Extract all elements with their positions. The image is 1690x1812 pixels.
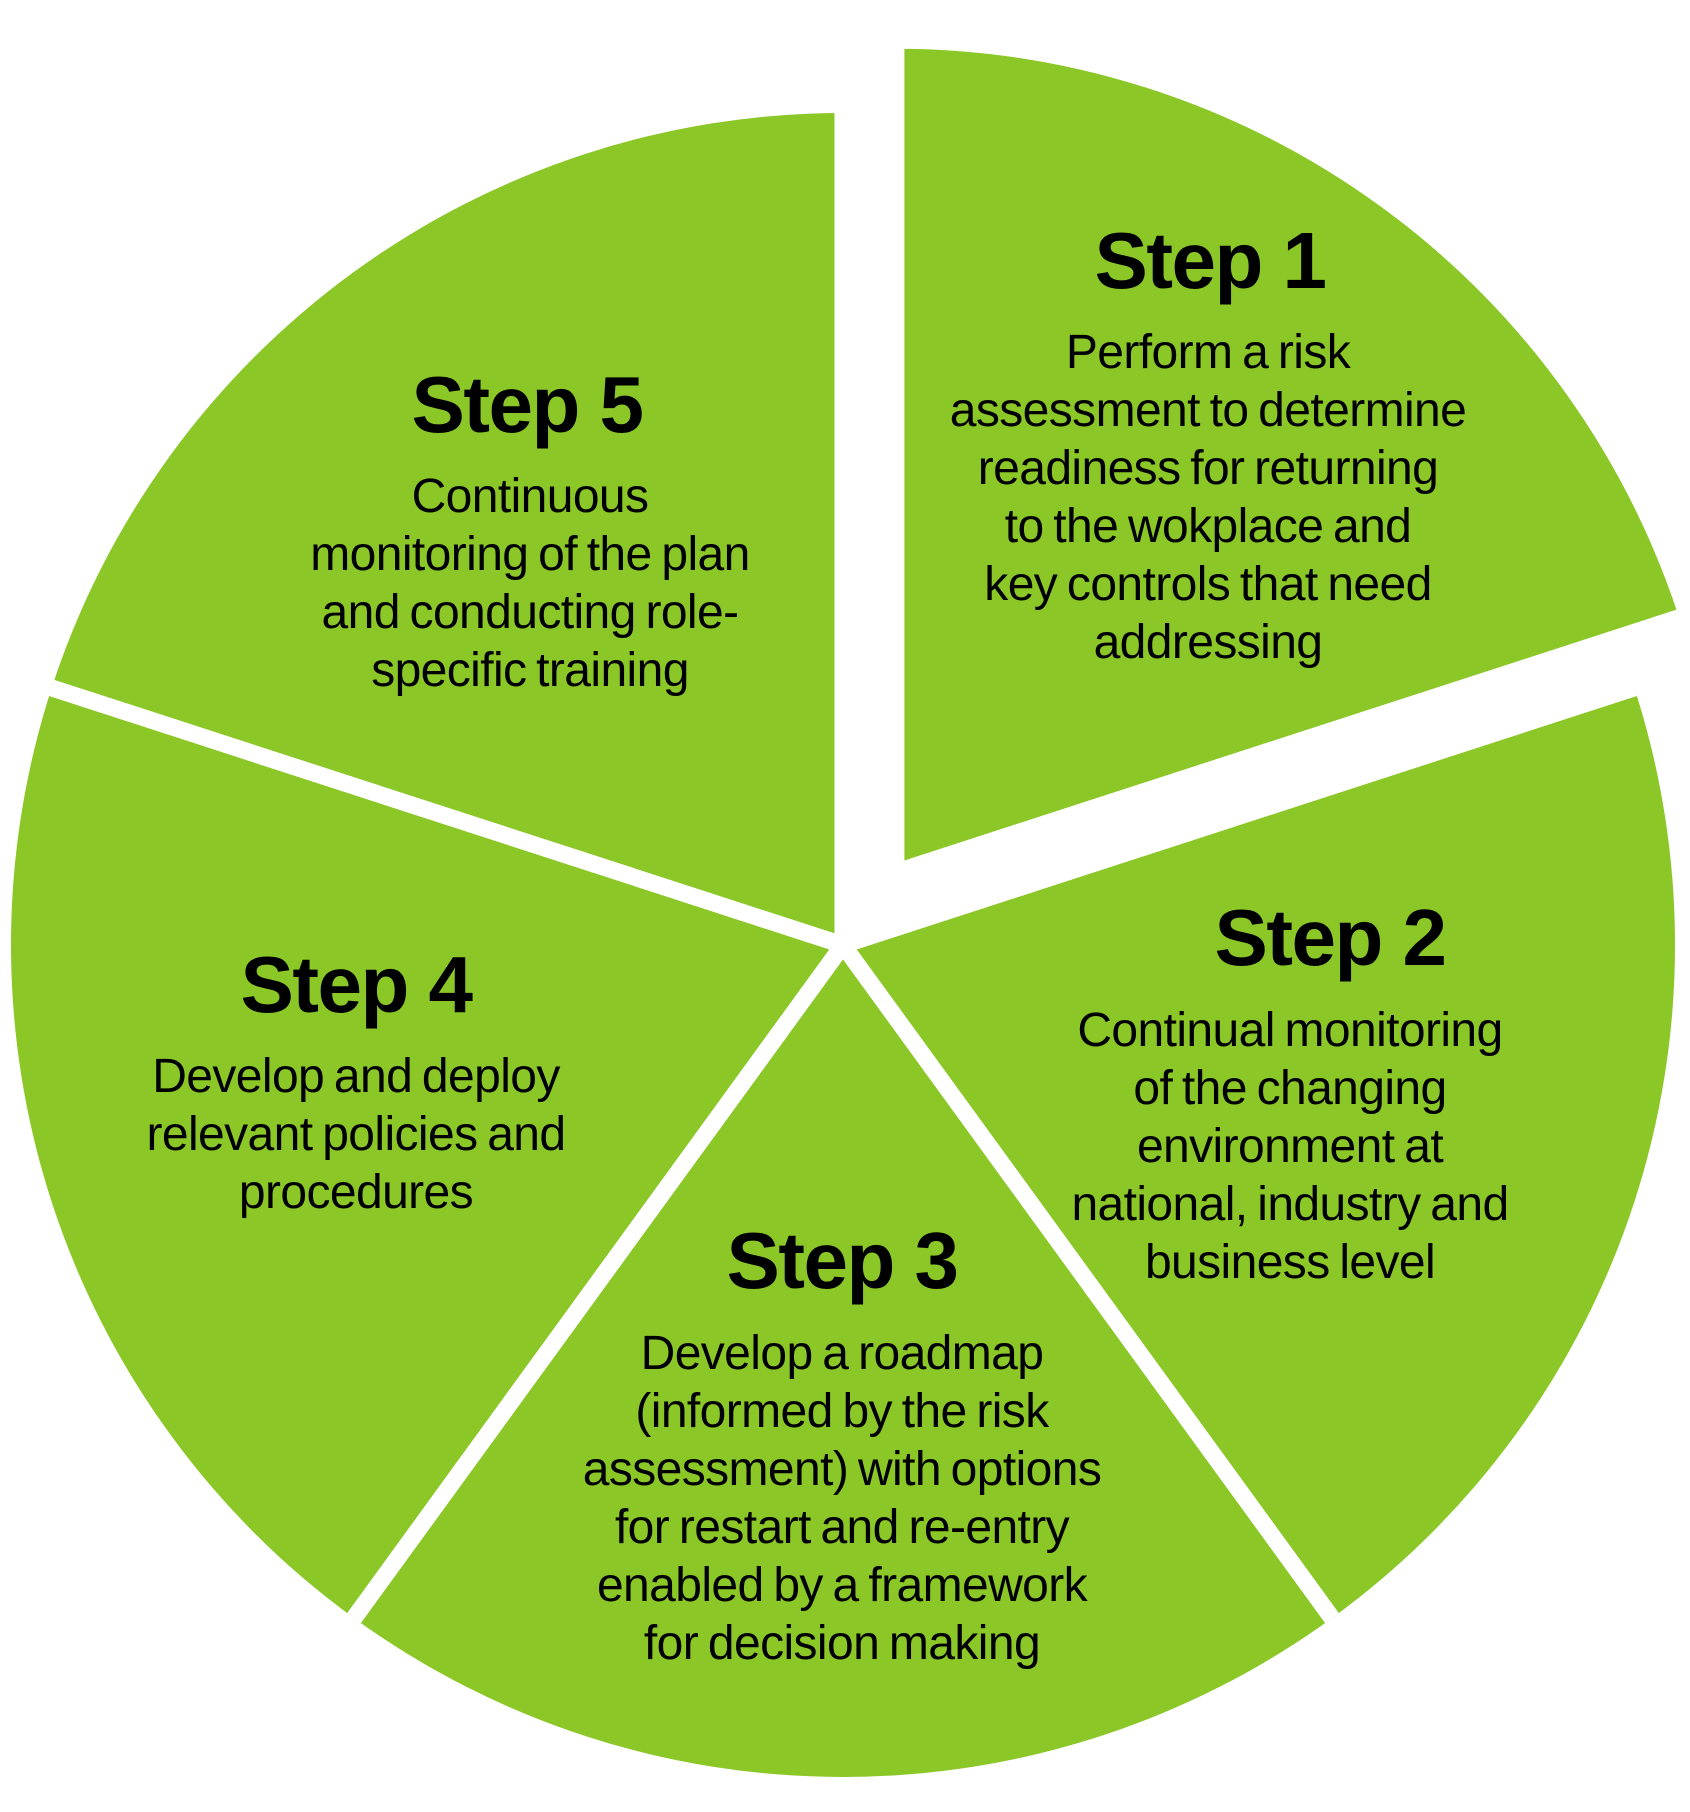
step-3-line: for restart and re-entry: [614, 1501, 1070, 1554]
step-4-line: procedures: [238, 1166, 474, 1219]
step-1-line: to the wokplace and: [1004, 500, 1412, 553]
slice-divider-line: [836, 940, 1339, 1624]
step-5-line: specific training: [371, 644, 689, 697]
pie-slice-step-4: [10, 687, 844, 1619]
step-1-line: addressing: [1093, 616, 1323, 669]
step-4-line: relevant policies and: [146, 1108, 566, 1161]
step-2-description: Continual monitoring of the changing env…: [1071, 1002, 1509, 1292]
pie-slice-step-3: [354, 945, 1332, 1777]
step-3-description: Develop a roadmap (informed by the risk …: [583, 1325, 1102, 1673]
step-5-line: and conducting role-: [321, 586, 740, 639]
step-1-line: key controls that need: [984, 558, 1432, 611]
step-5-line: monitoring of the plan: [310, 528, 750, 581]
step-1-title: Step 1: [1094, 216, 1327, 305]
step-1-line: readiness for returning: [977, 442, 1439, 495]
step-2-line: national, industry and: [1071, 1178, 1509, 1231]
step-2-line: of the changing: [1133, 1062, 1447, 1115]
step-5-description: Continuous monitoring of the plan and co…: [310, 468, 750, 700]
slice-divider-line: [49, 679, 846, 954]
step-1-description: Perform a risk assessment to determine r…: [949, 324, 1467, 672]
step-3-line: Develop a roadmap: [640, 1327, 1044, 1380]
step-2-title: Step 2: [1214, 893, 1447, 982]
pie-slice-step-1-exploded: [887, 31, 1690, 884]
step-4-line: Develop and deploy: [152, 1050, 560, 1103]
step-3-line: for decision making: [643, 1617, 1041, 1670]
step-2-line: business level: [1144, 1236, 1436, 1289]
slice-divider-line: [347, 940, 850, 1624]
step-5-title: Step 5: [411, 360, 644, 449]
step-4-description: Develop and deploy relevant policies and…: [146, 1048, 566, 1222]
pie-slice-step-2: [843, 687, 1676, 1619]
step-3-line: assessment) with options: [582, 1443, 1102, 1496]
step-1-line: Perform a risk: [1065, 326, 1351, 379]
step-3-line: enabled by a framework: [596, 1559, 1088, 1612]
pie-slice-step-5: [51, 112, 843, 945]
step-3-line: (informed by the risk: [635, 1385, 1049, 1438]
step-4-title: Step 4: [240, 940, 473, 1029]
step-2-line: Continual monitoring: [1077, 1004, 1503, 1057]
step-2-line: environment at: [1136, 1120, 1444, 1173]
step-1-line: assessment to determine: [949, 384, 1467, 437]
step-5-line: Continuous: [411, 470, 649, 523]
slice-divider-line: [840, 679, 1637, 954]
step-3-title: Step 3: [726, 1216, 959, 1305]
